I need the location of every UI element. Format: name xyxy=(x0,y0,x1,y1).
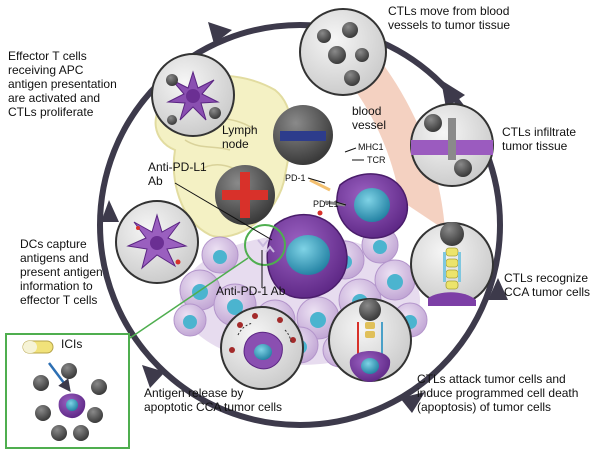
label-icis: ICIs xyxy=(61,337,83,351)
station-dcs xyxy=(115,200,199,284)
label-effector: Effector T cells receiving APC antigen p… xyxy=(8,49,117,119)
station-recognize xyxy=(410,222,494,306)
label-blood-vessel: blood vessel xyxy=(352,104,387,132)
leader-lines xyxy=(174,147,364,288)
ici-pill-icon xyxy=(22,340,54,354)
label-lymph-node: Lymph node xyxy=(222,123,258,151)
station-ctl-move xyxy=(299,8,387,96)
label-anti-pd1: Anti-PD-1 Ab xyxy=(216,284,286,298)
label-mhc1: MHC1 xyxy=(358,142,384,152)
cycle-arrow xyxy=(97,22,508,428)
inset-canvas xyxy=(22,340,107,441)
inset-cells xyxy=(33,363,107,441)
station-attack xyxy=(328,298,412,382)
label-infiltrate: CTLs infiltrate tumor tissue xyxy=(502,125,577,153)
ctl-cell-vessel xyxy=(336,173,408,239)
pd1-receptor xyxy=(309,178,346,216)
station-antigen-release xyxy=(220,306,304,390)
anti-pdl1-cell xyxy=(215,165,275,225)
label-recognize: CTLs recognize CCA tumor cells xyxy=(504,271,591,299)
ctl-cell-large xyxy=(266,213,348,299)
anti-pd1-cell xyxy=(273,105,333,165)
ici-highlight xyxy=(129,224,286,339)
label-tcr: TCR xyxy=(367,155,386,165)
label-anti-pdl1: Anti-PD-L1 Ab xyxy=(148,160,207,188)
station-effector xyxy=(151,53,235,137)
label-pd1: PD-1 xyxy=(285,173,306,183)
blood-vessel xyxy=(330,60,445,230)
station-infiltrate xyxy=(410,103,494,187)
label-antigen-release: Antigen release by apoptotic CCA tumor c… xyxy=(144,386,283,414)
label-dcs: DCs capture antigens and present antigen… xyxy=(20,237,103,307)
label-ctl-move: CTLs move from blood vessels to tumor ti… xyxy=(388,4,511,32)
label-pdl1: PD-L1 xyxy=(313,199,339,209)
label-attack: CTLs attack tumor cells and induce progr… xyxy=(417,372,579,414)
ici-arrow xyxy=(48,362,71,392)
ici-inset-box: ICIs xyxy=(5,333,130,449)
